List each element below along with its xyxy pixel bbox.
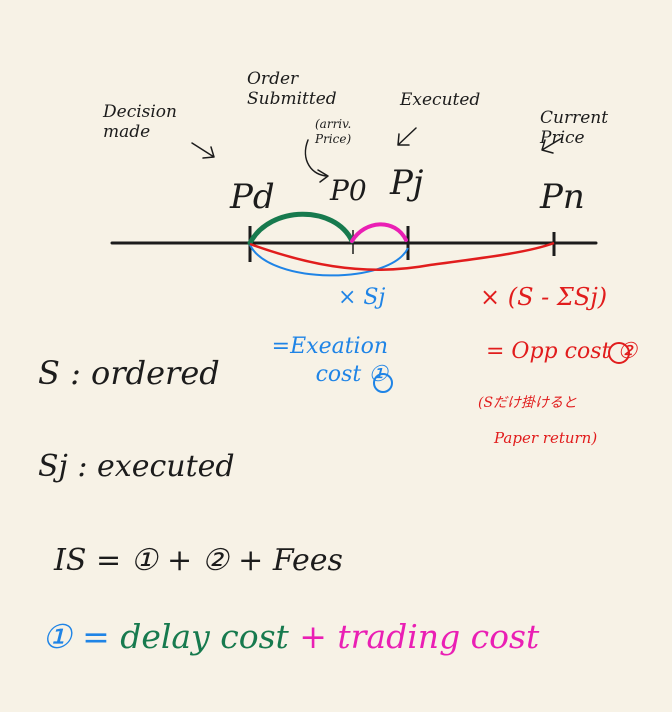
executed-label: Executed [400,90,481,110]
price-pd-label: Pd [230,177,275,217]
executed-arrow-icon [397,127,417,146]
price-pj-label: Pj [390,163,424,203]
circled-one-icon [373,373,393,393]
opportunity-cost-label: = Opp cost ② [486,339,638,364]
arrival-arrow-icon [304,139,329,183]
trading-cost-label: trading cost [337,617,540,656]
total-cost-formula: IS = ① + ② + Fees [54,543,343,578]
opportunity-note-line2: Paper return) [494,429,598,447]
decision-arrow-icon [191,142,215,159]
execution-factor: × Sj [338,285,386,310]
price-p0-label: P0 [330,174,367,207]
current-price-label: Current Price [540,108,609,149]
circled-one-label: ① = [42,617,121,656]
arrival-price-label: (arriv. Price) [315,117,352,146]
opportunity-cost-curve [249,241,555,271]
execution-cost-arc [249,244,409,277]
cost-breakdown-line: ① = delay cost + trading cost [42,620,539,653]
opportunity-factor: × (S - ΣSj) [480,283,608,311]
delay-cost-arc [247,211,355,246]
order-submitted-label: Order Submitted [247,69,337,109]
ordered-definition: S : ordered [38,354,220,392]
opportunity-note-line1: (Sだけ掛けると [478,395,578,411]
circled-two-icon [608,342,630,364]
decision-made-label: Decision made [103,102,177,142]
executed-definition: Sj : executed [38,449,235,484]
trading-cost-arc [350,222,408,243]
delay-cost-label: delay cost [120,617,289,656]
execution-cost-label: =Exeation cost ① [271,334,388,387]
current-arrow-icon [541,137,563,154]
price-pn-label: Pn [540,177,585,217]
plus-sign: + [288,617,338,656]
